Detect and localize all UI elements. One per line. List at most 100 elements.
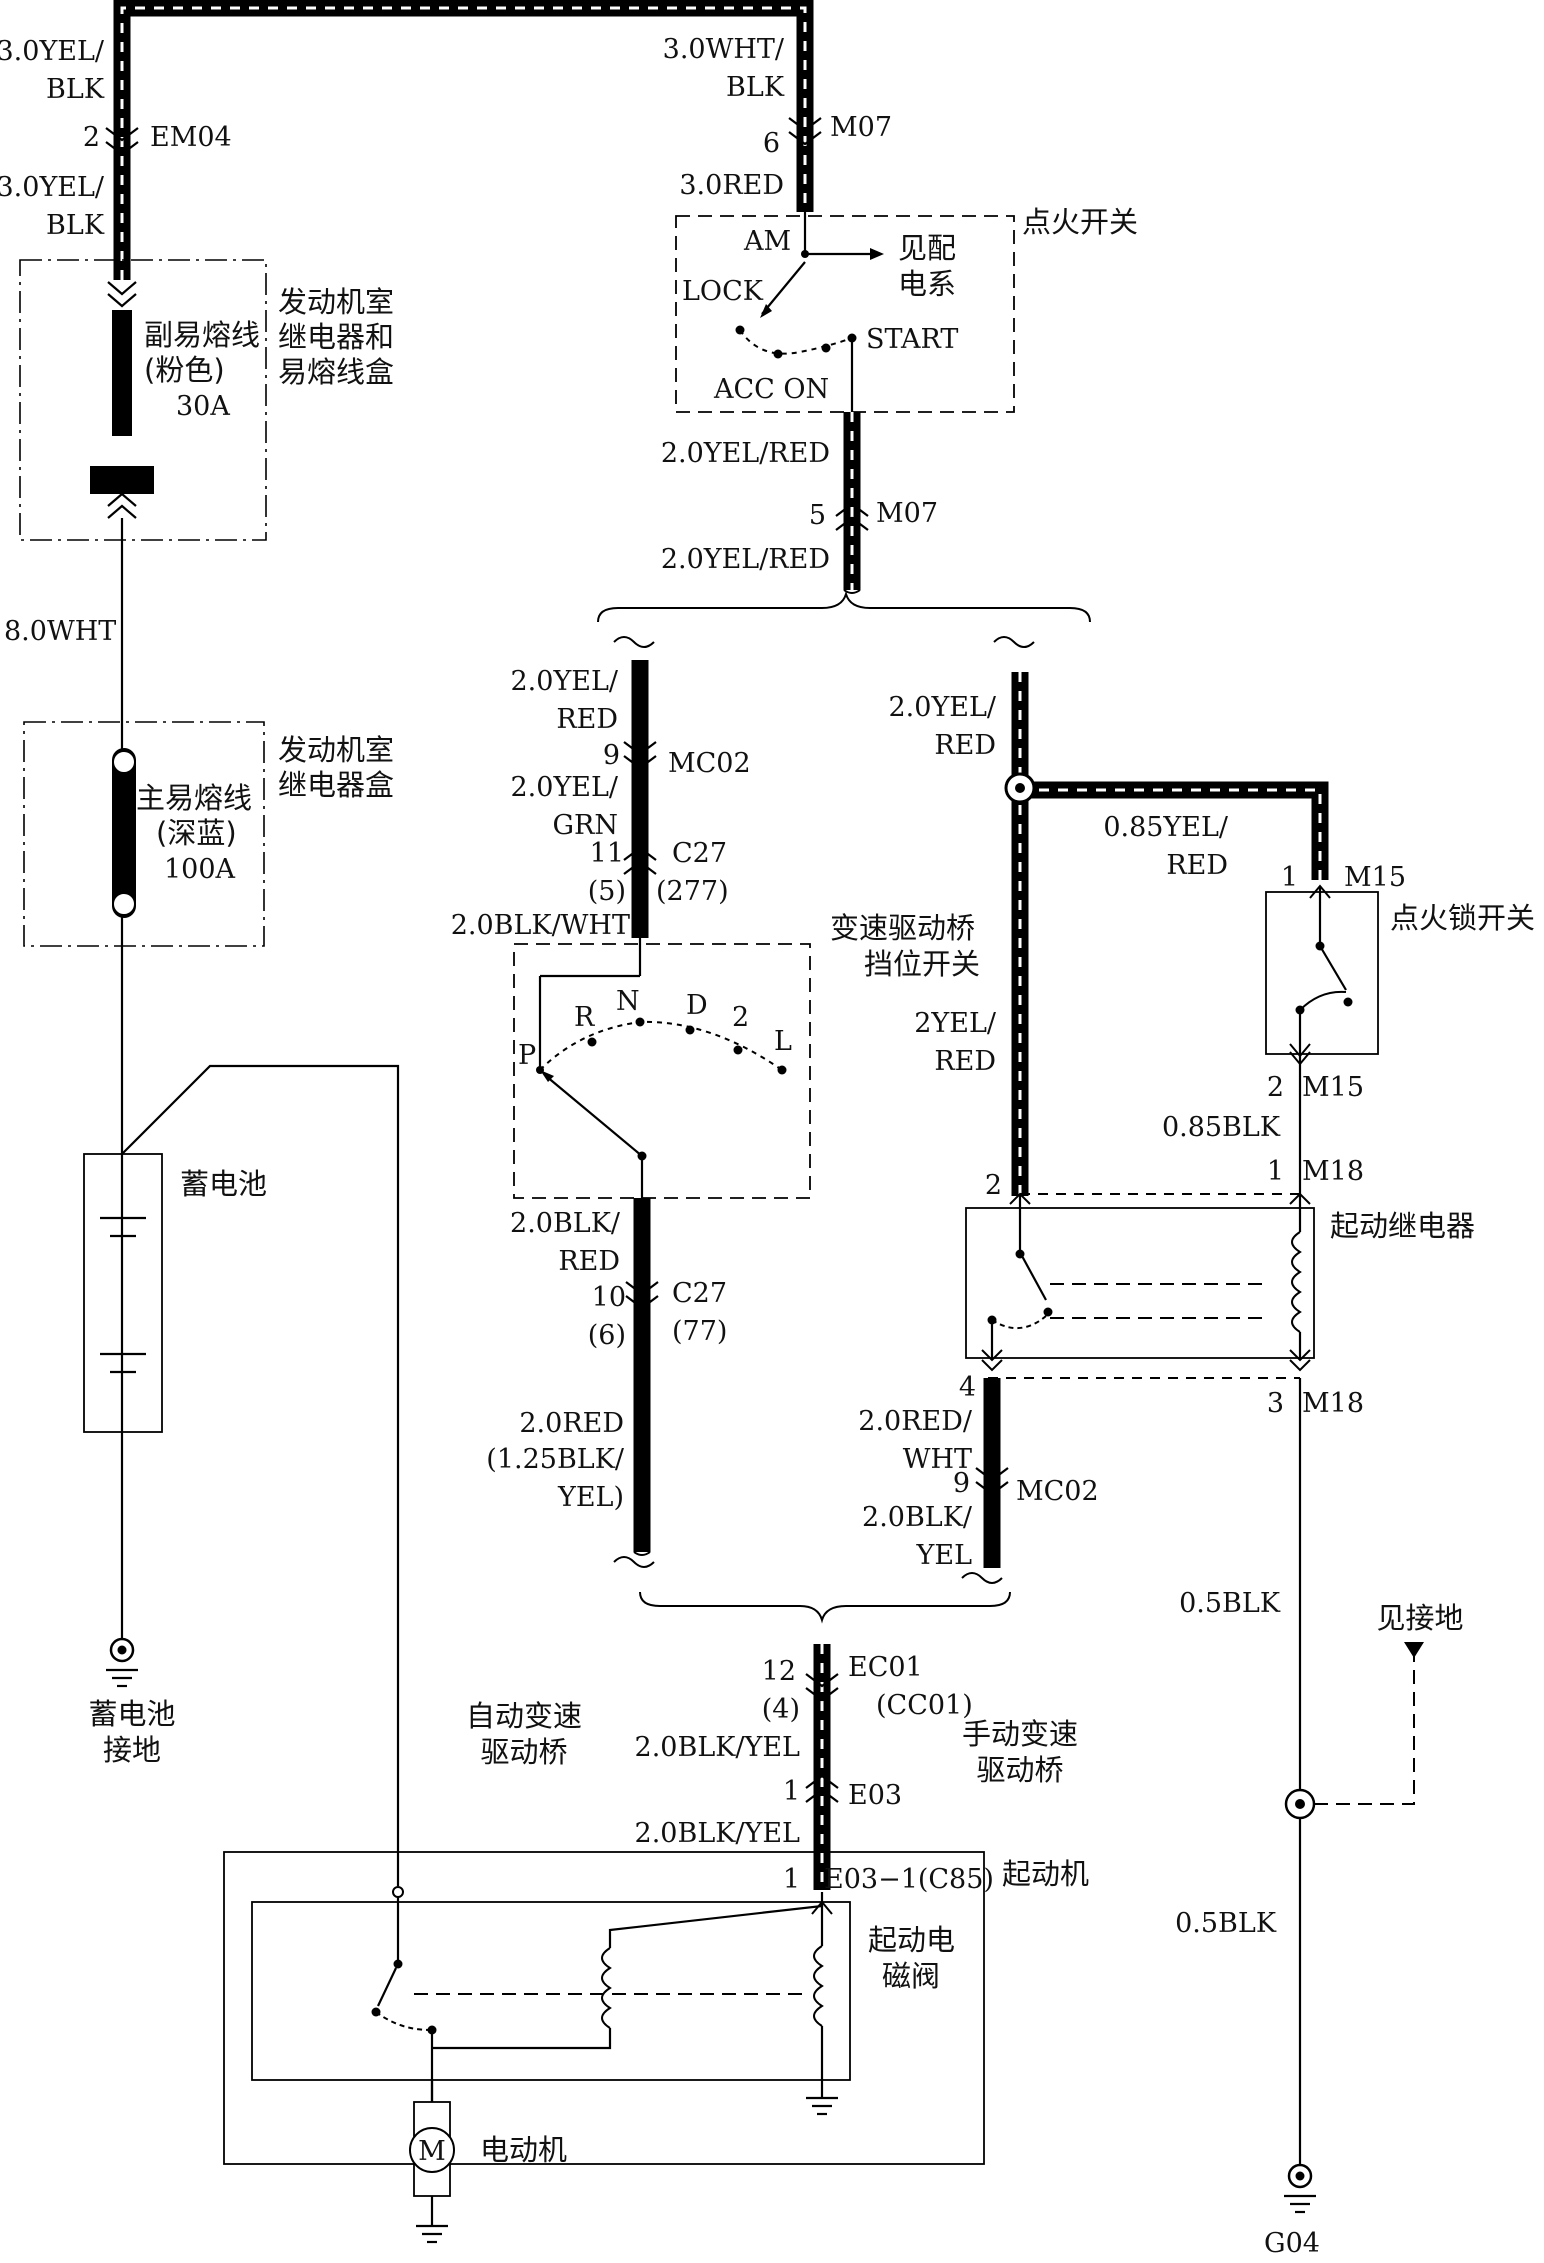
pin-number: 1: [783, 1864, 800, 1895]
wire-label: GRN: [552, 810, 618, 841]
pin-number: 5: [809, 500, 826, 531]
trans-switch-label: 挡位开关: [864, 947, 980, 981]
connector-label: M15: [1344, 862, 1406, 893]
wire-label: 2.0BLK/WHT: [451, 910, 630, 941]
wire-label: 2.0YEL/: [511, 666, 619, 697]
wire-label: RED: [1166, 850, 1228, 881]
see-ground-arrow-icon: [1404, 1642, 1424, 1658]
wire-label: WHT: [903, 1444, 972, 1475]
battery-cable: [121, 1064, 400, 1886]
pin-number: 1: [783, 1776, 800, 1807]
transaxle-range-switch: [513, 943, 811, 1199]
wire-break-icon: [993, 636, 1035, 648]
wire-label: RED: [934, 730, 996, 761]
wire-label: BLK: [726, 72, 785, 103]
connector-label: E03−1(C85): [824, 1864, 994, 1895]
wire-label: 3.0YEL/: [0, 36, 105, 67]
wire-label: 3.0RED: [679, 170, 784, 201]
motor-icon: [409, 2080, 455, 2244]
main-fuse-color: (深蓝): [156, 816, 237, 850]
main-fusible-link: [112, 748, 136, 918]
relay-output-wire: [975, 1378, 1009, 1568]
wire-break-icon: [613, 636, 655, 648]
solenoid-ground-icon: [806, 2096, 838, 2116]
wire-break-icon: [613, 1556, 655, 1568]
wire-label: 2.0YEL/RED: [661, 544, 830, 575]
merge-brace: [639, 1591, 1011, 1624]
starter-label: 起动机: [1002, 1857, 1089, 1891]
relay-box-label: 继电器和: [278, 320, 394, 354]
motor-symbol: M: [418, 2136, 446, 2167]
connector-label: M07: [876, 498, 938, 529]
starter-relay-label: 起动继电器: [1330, 1209, 1475, 1243]
range-n: N: [616, 986, 640, 1017]
connector-label: C27: [672, 838, 727, 869]
connector-label: (CC01): [876, 1690, 973, 1721]
main-fuse-label: 主易熔线: [136, 781, 252, 815]
solenoid-label: 起动电: [868, 1923, 955, 1957]
auto-trans-label: 驱动桥: [480, 1735, 567, 1769]
wire-label: BLK: [46, 210, 105, 241]
pin-number: (5): [588, 876, 626, 907]
battery-ground-icon: [106, 1637, 138, 1688]
pin-number: 10: [592, 1282, 626, 1313]
relay-box-label: 易熔线盒: [278, 355, 394, 389]
solenoid-label: 磁阀: [882, 1959, 940, 1993]
connector-label: MC02: [1016, 1476, 1099, 1507]
wire-label: 2.0YEL/: [889, 692, 997, 723]
wire-label: 8.0WHT: [4, 616, 116, 647]
wire-label: 2YEL/: [914, 1008, 997, 1039]
pin-number: 6: [763, 128, 780, 159]
wire-label: 0.5BLK: [1179, 1588, 1281, 1619]
pin-number: 3: [1267, 1388, 1284, 1419]
range-d: D: [686, 990, 708, 1021]
ignition-lock-contacts: [1289, 884, 1353, 1066]
wire-label: 2.0BLK/: [510, 1208, 621, 1239]
splice-icon: [1004, 772, 1036, 804]
sub-fuse-color: (粉色): [144, 353, 225, 387]
see-power-label: 见配: [898, 231, 956, 265]
wire-label: 0.5BLK: [1175, 1908, 1277, 1939]
switch-start: START: [866, 324, 958, 355]
wire-label: 3.0WHT/: [663, 34, 785, 65]
starter-signal-wire: [805, 1644, 839, 1890]
sub-fusible-link: [90, 281, 154, 519]
ignition-switch-contacts: [735, 212, 884, 412]
start-output-wire: [835, 412, 869, 594]
switch-acc-on: ACC ON: [713, 374, 829, 405]
branch-brace: [597, 590, 1091, 623]
connector-label: EM04: [150, 122, 232, 153]
battery-ground-label: 接地: [103, 1733, 161, 1767]
ground-splice-icon: [1284, 1788, 1316, 1820]
solenoid-internals: [371, 1886, 833, 2102]
wire-label: 2.0RED/: [858, 1406, 973, 1437]
connector-em04: [105, 127, 139, 156]
connector-label: C27: [672, 1278, 727, 1309]
ignition-switch-label: 点火开关: [1022, 205, 1138, 239]
pin-number: (4): [762, 1694, 800, 1725]
auto-trans-label: 自动变速: [466, 1699, 582, 1733]
wire-label: 2.0YEL/RED: [661, 438, 830, 469]
wire-label: 2.0BLK/YEL: [635, 1732, 801, 1763]
pin-number: 9: [953, 1468, 970, 1499]
pin-number: 2: [83, 122, 100, 153]
connector-label: M18: [1302, 1388, 1364, 1419]
relay-box-label: 发动机室: [278, 285, 394, 319]
starter-solenoid-box: [251, 1901, 851, 2081]
wire-label: 2.0BLK/YEL: [635, 1818, 801, 1849]
pin-number: 9: [603, 740, 620, 771]
wire-label: YEL: [916, 1540, 973, 1571]
range-switch-contacts: [536, 938, 787, 1198]
pin-number: 2: [985, 1170, 1002, 1201]
wire-label: 0.85BLK: [1162, 1112, 1281, 1143]
wire-label: RED: [556, 704, 618, 735]
switch-lock: LOCK: [682, 276, 764, 307]
wire-label: 2.0BLK/: [862, 1502, 973, 1533]
starter-motor-assembly: [223, 1851, 985, 2165]
engine-relay-box: [23, 721, 265, 947]
connector-label: M18: [1302, 1156, 1364, 1187]
sub-fuse-label: 副易熔线: [144, 318, 260, 352]
see-ground-link: [1314, 1654, 1415, 1805]
wire-label: RED: [934, 1046, 996, 1077]
